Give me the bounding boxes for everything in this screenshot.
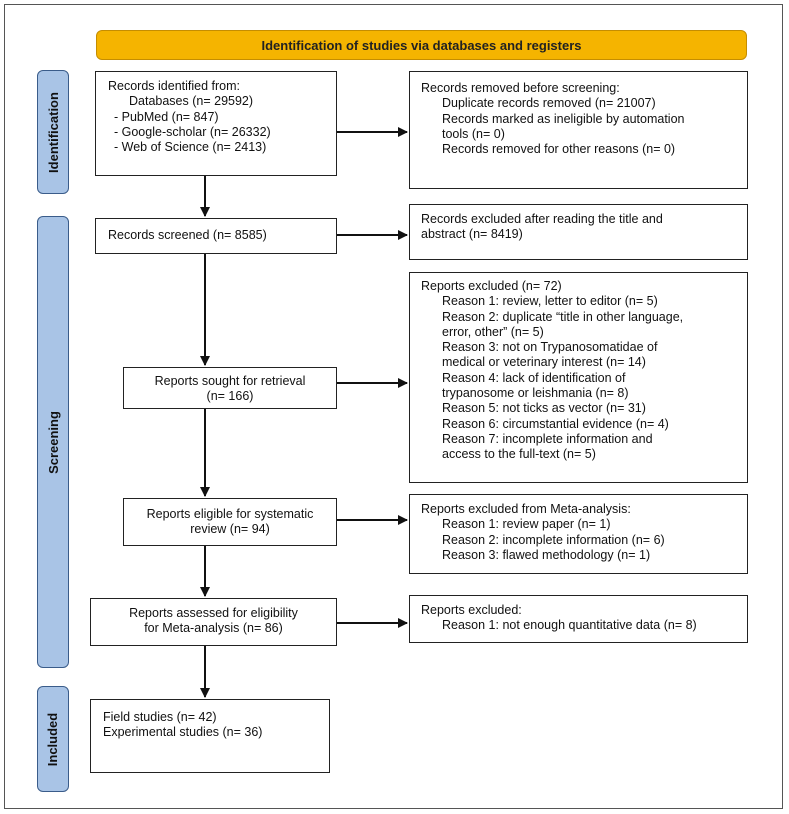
meta-excluded-box: Reports excluded from Meta-analysis: Rea… <box>409 494 748 574</box>
meta-excluded-reason: Reason 1: review paper (n= 1) <box>442 517 611 532</box>
reports-excluded-reason: Reason 7: incomplete information and <box>442 431 653 446</box>
identified-source: - Web of Science (n= 2413) <box>114 140 267 155</box>
final-excluded-reason: Reason 1: not enough quantitative data (… <box>442 618 697 633</box>
reports-excluded-reason: medical or veterinary interest (n= 14) <box>442 355 646 370</box>
diagram-frame <box>4 4 783 809</box>
phase-identification: Identification <box>37 70 69 194</box>
final-excluded-title: Reports excluded: <box>421 603 522 617</box>
excluded-title-line: abstract (n= 8419) <box>421 227 523 242</box>
screened-label: Records screened (n= 8585) <box>108 228 267 242</box>
identified-source: - Google-scholar (n= 26332) <box>114 124 271 139</box>
included-box: Field studies (n= 42) Experimental studi… <box>90 699 330 773</box>
reports-sought-box: Reports sought for retrieval (n= 166) <box>123 367 337 409</box>
excluded-title-line: Records excluded after reading the title… <box>421 212 663 226</box>
records-screened-box: Records screened (n= 8585) <box>95 218 337 254</box>
reports-excluded-reason: Reason 1: review, letter to editor (n= 5… <box>442 294 658 309</box>
reports-excluded-reason: error, other” (n= 5) <box>442 324 544 339</box>
identified-source: - PubMed (n= 847) <box>114 109 219 124</box>
removed-line: Records marked as ineligible by automati… <box>442 111 685 126</box>
reports-eligible-box: Reports eligible for systematic review (… <box>123 498 337 546</box>
identified-databases: Databases (n= 29592) <box>129 94 254 109</box>
assessed-line: Reports assessed for eligibility <box>129 606 298 620</box>
removed-line: Records removed for other reasons (n= 0) <box>442 142 676 157</box>
reports-excluded-reason: Reason 3: not on Trypanosomatidae of <box>442 340 658 355</box>
reports-excluded-box: Reports excluded (n= 72) Reason 1: revie… <box>409 272 748 483</box>
reports-excluded-reason: Reason 4: lack of identification of <box>442 370 626 385</box>
phase-included: Included <box>37 686 69 792</box>
retrieval-line: Reports sought for retrieval <box>154 374 306 388</box>
reports-excluded-reason: Reason 5: not ticks as vector (n= 31) <box>442 401 646 416</box>
removed-title: Records removed before screening: <box>421 81 620 95</box>
meta-excluded-title: Reports excluded from Meta-analysis: <box>421 502 631 516</box>
reports-excluded-reason: Reason 6: circumstantial evidence (n= 4) <box>442 416 669 431</box>
reports-excluded-reason: Reason 2: duplicate “title in other lang… <box>442 309 684 324</box>
included-line: Field studies (n= 42) <box>103 710 217 724</box>
included-line: Experimental studies (n= 36) <box>103 725 263 740</box>
records-excluded-box: Records excluded after reading the title… <box>409 204 748 260</box>
identified-title: Records identified from: <box>108 79 241 93</box>
eligible-line: review (n= 94) <box>190 522 270 537</box>
records-removed-box: Records removed before screening: Duplic… <box>409 71 748 189</box>
final-excluded-box: Reports excluded: Reason 1: not enough q… <box>409 595 748 643</box>
records-identified-box: Records identified from: Databases (n= 2… <box>95 71 337 176</box>
eligible-line: Reports eligible for systematic <box>146 507 314 521</box>
reports-assessed-box: Reports assessed for eligibility for Met… <box>90 598 337 646</box>
removed-line: Duplicate records removed (n= 21007) <box>442 96 656 111</box>
header-title: Identification of studies via databases … <box>261 37 582 53</box>
reports-excluded-reason: trypanosome or leishmania (n= 8) <box>442 386 629 401</box>
meta-excluded-reason: Reason 2: incomplete information (n= 6) <box>442 532 665 547</box>
phase-screening: Screening <box>37 216 69 668</box>
assessed-line: for Meta-analysis (n= 86) <box>144 621 283 636</box>
meta-excluded-reason: Reason 3: flawed methodology (n= 1) <box>442 547 651 562</box>
retrieval-line: (n= 166) <box>206 389 254 404</box>
header-banner: Identification of studies via databases … <box>96 30 747 60</box>
removed-line: tools (n= 0) <box>442 126 505 141</box>
reports-excluded-reason: access to the full-text (n= 5) <box>442 447 596 462</box>
reports-excluded-title: Reports excluded (n= 72) <box>421 279 562 293</box>
